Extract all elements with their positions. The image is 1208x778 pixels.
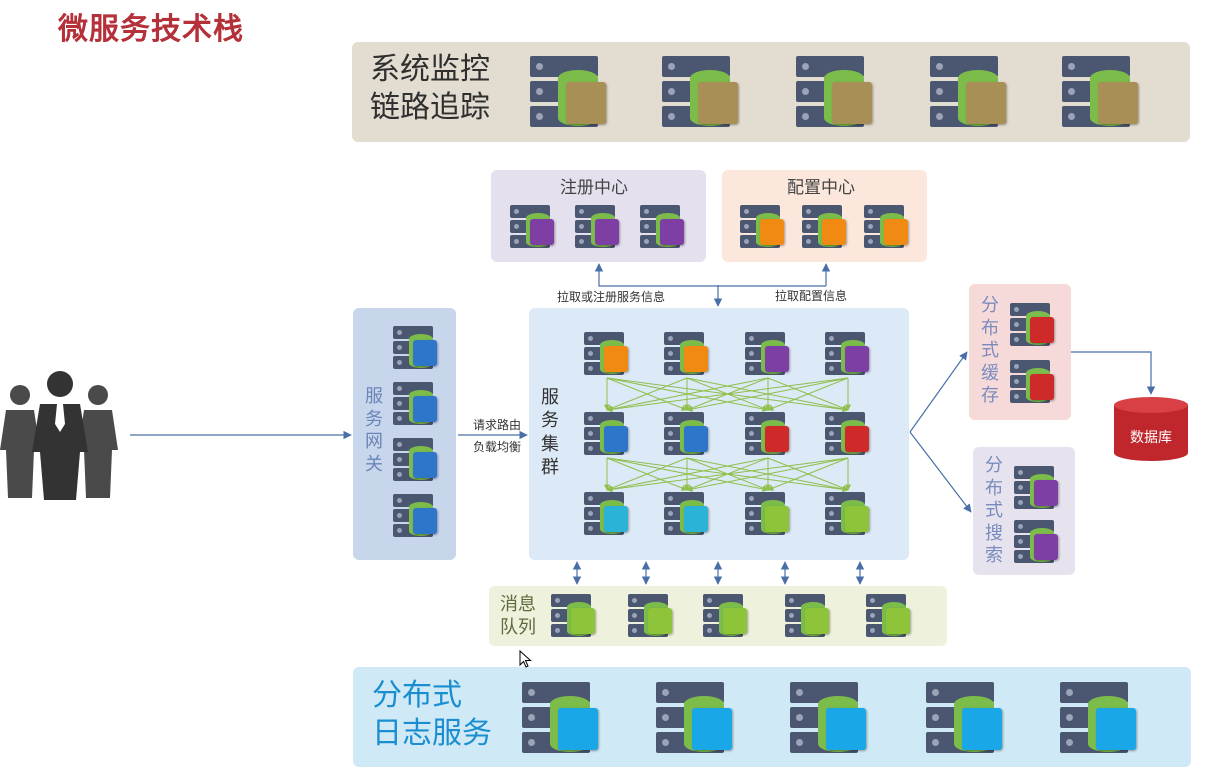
log-panel <box>353 667 1191 767</box>
server-icon <box>825 492 871 536</box>
server-icon <box>926 682 1006 754</box>
log-label-1: 分布式 <box>372 678 462 713</box>
server-icon <box>745 492 791 536</box>
server-icon <box>703 594 749 638</box>
edge-label-pull-register: 拉取或注册服务信息 <box>557 290 666 304</box>
server-icon <box>393 326 439 370</box>
server-icon <box>740 205 786 249</box>
server-icon <box>393 494 439 538</box>
server-icon <box>628 594 674 638</box>
server-icon <box>796 56 876 128</box>
server-icon <box>785 594 831 638</box>
server-icon <box>802 205 848 249</box>
edge-label-balance: 负载均衡 <box>473 440 522 454</box>
server-icon <box>825 332 871 376</box>
server-icon <box>664 492 710 536</box>
server-icon <box>1014 520 1060 564</box>
edge-label-pull-config: 拉取配置信息 <box>775 289 848 303</box>
cluster-label: 服务集群 <box>541 387 559 479</box>
server-icon <box>1014 466 1060 510</box>
server-icon <box>825 412 871 456</box>
mq-label: 消息队列 <box>500 594 536 639</box>
server-icon <box>662 56 742 128</box>
monitor-label-2: 链路追踪 <box>370 90 490 125</box>
server-icon <box>1062 56 1142 128</box>
server-icon <box>1010 360 1056 404</box>
search-label: 分布式搜索 <box>985 455 1003 566</box>
server-icon <box>664 332 710 376</box>
config-label: 配置中心 <box>787 178 855 198</box>
server-icon <box>1010 303 1056 347</box>
gateway-label: 服务网关 <box>365 386 383 475</box>
server-icon <box>866 594 912 638</box>
mouse-cursor-icon <box>519 650 532 668</box>
server-icon <box>393 382 439 426</box>
server-icon <box>584 332 630 376</box>
server-icon <box>664 412 710 456</box>
server-icon <box>640 205 686 249</box>
server-icon <box>530 56 610 128</box>
server-icon <box>584 412 630 456</box>
server-icon <box>790 682 870 754</box>
log-label-2: 日志服务 <box>372 716 492 751</box>
server-icon <box>1060 682 1140 754</box>
server-icon <box>510 205 556 249</box>
server-icon <box>656 682 736 754</box>
server-icon <box>864 205 910 249</box>
database-label: 数据库 <box>1130 430 1172 446</box>
edge-label-route: 请求路由 <box>473 418 522 432</box>
server-icon <box>522 682 602 754</box>
page-title: 微服务技术栈 <box>58 12 244 47</box>
server-icon <box>584 492 630 536</box>
registry-label: 注册中心 <box>560 178 628 198</box>
server-icon <box>575 205 621 249</box>
server-icon <box>745 332 791 376</box>
users-icon <box>0 371 118 500</box>
cache-label: 分布式缓存 <box>981 295 999 406</box>
cluster-mesh <box>604 377 851 493</box>
database-icon: 数据库 <box>1114 397 1188 467</box>
monitor-label-1: 系统监控 <box>370 52 490 87</box>
server-icon <box>930 56 1010 128</box>
server-icon <box>393 438 439 482</box>
monitoring-panel <box>352 42 1190 142</box>
server-icon <box>745 412 791 456</box>
server-icon <box>551 594 597 638</box>
